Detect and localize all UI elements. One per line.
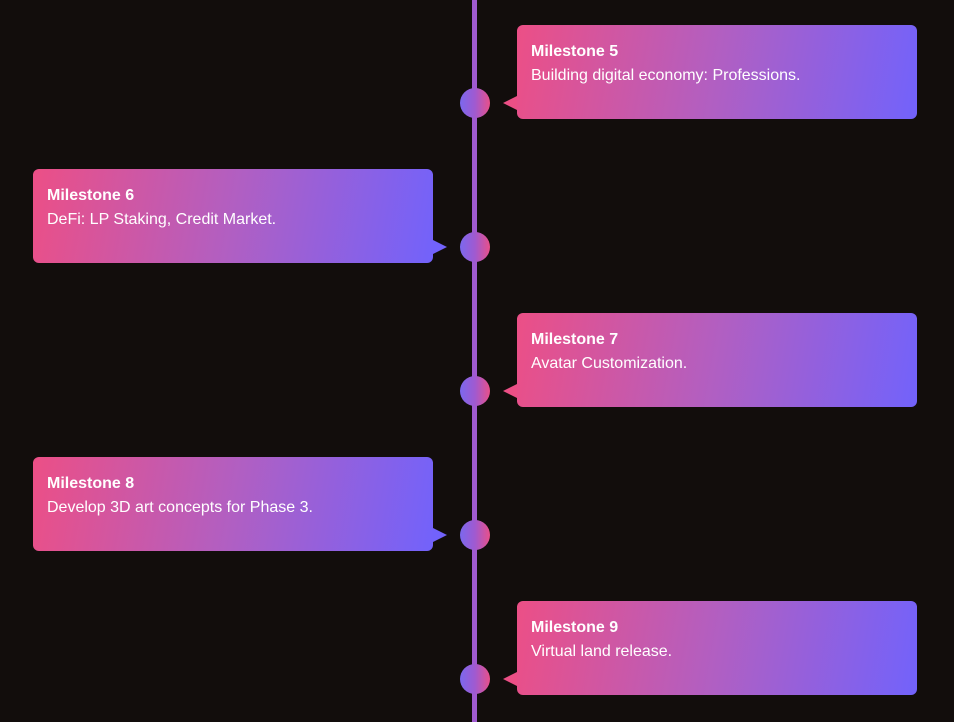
milestone-dot-7 <box>460 376 490 406</box>
milestone-description: Virtual land release. <box>531 643 673 660</box>
milestone-title: Milestone 8 <box>47 475 135 492</box>
milestone-dot-9 <box>460 664 490 694</box>
milestone-description: Develop 3D art concepts for Phase 3. <box>47 499 313 516</box>
milestone-pointer-6 <box>433 240 447 254</box>
milestone-title: Milestone 6 <box>47 187 135 204</box>
milestone-pointer-7 <box>503 384 517 398</box>
timeline-axis <box>472 0 477 722</box>
milestone-pointer-8 <box>433 528 447 542</box>
milestone-title: Milestone 9 <box>531 619 619 636</box>
milestone-card-9: Milestone 9 Virtual land release. <box>517 601 917 695</box>
milestone-pointer-5 <box>503 96 517 110</box>
milestone-pointer-9 <box>503 672 517 686</box>
milestone-dot-8 <box>460 520 490 550</box>
milestone-card-8: Milestone 8 Develop 3D art concepts for … <box>33 457 433 551</box>
milestone-description: Building digital economy: Professions. <box>531 67 801 84</box>
milestone-card-6: Milestone 6 DeFi: LP Staking, Credit Mar… <box>33 169 433 263</box>
milestone-dot-6 <box>460 232 490 262</box>
milestone-card-5: Milestone 5 Building digital economy: Pr… <box>517 25 917 119</box>
milestone-card-7: Milestone 7 Avatar Customization. <box>517 313 917 407</box>
milestone-description: DeFi: LP Staking, Credit Market. <box>47 211 277 228</box>
milestone-title: Milestone 5 <box>531 43 619 60</box>
milestone-title: Milestone 7 <box>531 331 619 348</box>
milestone-dot-5 <box>460 88 490 118</box>
milestone-description: Avatar Customization. <box>531 355 688 372</box>
